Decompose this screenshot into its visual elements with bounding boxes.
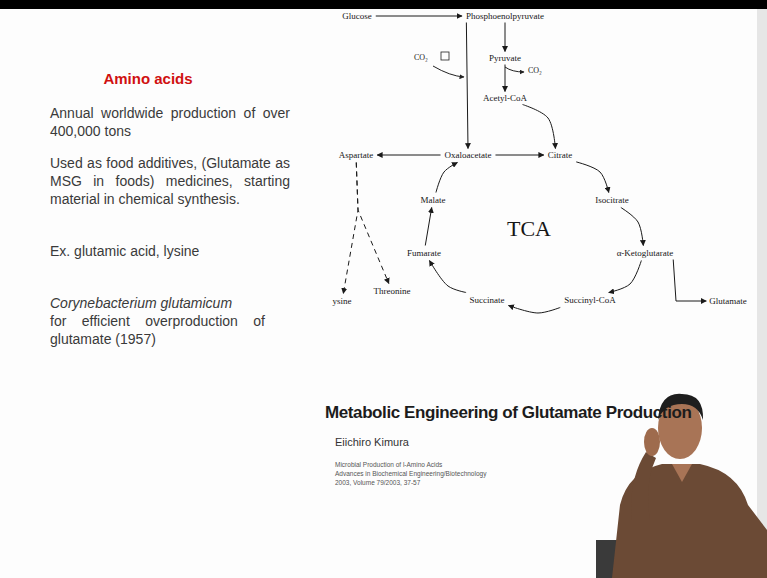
- metabolite-node: Pyruvate: [486, 52, 524, 65]
- reaction-arrow: [436, 163, 457, 193]
- metabolite-node: α-Ketoglutarate: [614, 247, 677, 260]
- reaction-arrow: [466, 23, 468, 149]
- slide-edge-shade: [757, 9, 767, 578]
- metabolite-node: Phosphoenolpyruvate: [463, 10, 547, 23]
- reaction-arrow: [377, 155, 440, 156]
- metabolite-name: Malate: [421, 195, 446, 206]
- metabolite-node: Aspartate: [336, 149, 376, 162]
- reaction-arrow: [495, 155, 543, 156]
- metabolite-name: Succinate: [470, 295, 505, 306]
- metabolite-node: ysine: [330, 295, 355, 308]
- metabolite-node: Fumarate: [404, 247, 444, 260]
- enzyme-box: [441, 52, 449, 60]
- metabolite-name: Fumarate: [407, 248, 441, 259]
- metabolite-node: Threonine: [371, 285, 414, 298]
- species-name: Corynebacterium glutamicum: [50, 294, 290, 312]
- presenter-arm: [631, 452, 656, 520]
- metabolite-node: Glutamate: [706, 295, 750, 308]
- metabolite-name: Oxaloacetate: [445, 150, 492, 161]
- metabolite-node: Acetyl-CoA: [480, 92, 530, 105]
- reaction-arrow: [505, 23, 506, 52]
- reaction-arrow: [429, 261, 466, 293]
- metabolite-name: α-Ketoglutarate: [617, 248, 674, 259]
- reaction-arrow: [509, 305, 561, 313]
- reaction-arrow: [673, 260, 706, 302]
- metabolite-name: Glucose: [342, 11, 372, 22]
- paper-author: Eiichiro Kimura: [335, 436, 409, 448]
- metabolite-node: Oxaloacetate: [442, 149, 495, 162]
- reaction-arrow: [505, 65, 506, 92]
- paper-title: Metabolic Engineering of Glutamate Produ…: [325, 403, 691, 423]
- metabolite-name: Isocitrate: [595, 195, 628, 206]
- metabolite-node: Malate: [418, 194, 449, 207]
- citation-line: Advances in Biochemical Engineering/Biot…: [335, 470, 486, 478]
- bullet-text: Annual worldwide production of over 400,…: [50, 104, 290, 140]
- molecule-label: CO₂: [528, 66, 542, 76]
- reaction-arrow: [356, 163, 389, 284]
- co2-release-arrow: [505, 67, 524, 72]
- metabolite-node: Citrate: [545, 149, 576, 162]
- metabolite-node: Isocitrate: [592, 194, 631, 207]
- metabolite-name: Threonine: [374, 286, 411, 297]
- reaction-arrow: [609, 261, 642, 293]
- slide-heading: Amino acids: [78, 70, 218, 87]
- metabolite-name: ysine: [333, 296, 352, 307]
- citation-line: Microbial Production of l-Amino Acids: [335, 461, 442, 469]
- metabolite-name: Phosphoenolpyruvate: [466, 11, 544, 22]
- metabolite-name: Aspartate: [339, 150, 373, 161]
- presenter-hand: [644, 428, 660, 456]
- molecule-label: CO₂: [414, 53, 428, 63]
- reaction-arrow: [576, 162, 609, 193]
- metabolite-name: Citrate: [548, 150, 573, 161]
- metabolite-node: Glucose: [339, 10, 375, 23]
- slide-ground: [0, 9, 767, 578]
- metabolite-node: Succinate: [467, 294, 508, 307]
- reaction-arrow: [425, 208, 431, 246]
- reaction-arrow: [621, 208, 643, 246]
- co2-uptake-arrow: [433, 66, 464, 77]
- bullet-text: Used as food additives, (Glutamate as MS…: [50, 154, 290, 208]
- metabolite-node: Succinyl-CoA: [561, 294, 619, 307]
- reaction-arrow: [523, 105, 556, 149]
- citation-line: 2003, Volume 79/2003, 37-57: [335, 479, 420, 487]
- reaction-arrow: [343, 163, 358, 294]
- metabolite-name: Acetyl-CoA: [483, 93, 527, 104]
- reaction-arrow: [376, 16, 462, 17]
- metabolite-name: Succinyl-CoA: [564, 295, 616, 306]
- presenter-neck: [672, 464, 692, 482]
- cycle-label: TCA: [507, 216, 551, 241]
- metabolite-name: Pyruvate: [489, 53, 521, 64]
- metabolite-name: Glutamate: [709, 296, 747, 307]
- bullet-text: Ex. glutamic acid, lysine: [50, 242, 290, 260]
- bullet-text: for efficient overproduction of glutamat…: [50, 312, 265, 348]
